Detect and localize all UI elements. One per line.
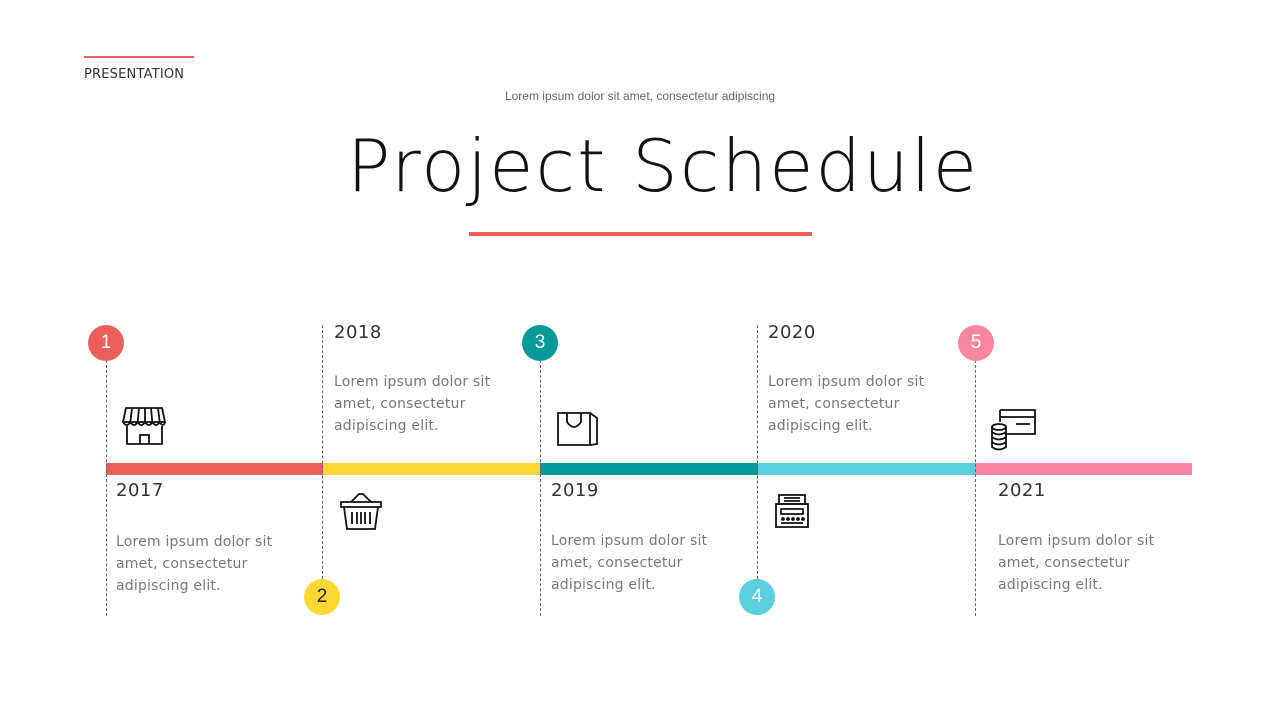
step-badge-3: 3 <box>522 325 558 361</box>
connector-line-3 <box>540 360 541 616</box>
step-year-3: 2019 <box>551 480 599 501</box>
storefront-icon <box>122 404 168 448</box>
timeline-segment-5 <box>975 463 1192 475</box>
connector-line-4 <box>757 325 758 579</box>
step-year-1: 2017 <box>116 480 164 501</box>
step-description-3: Lorem ipsum dolor sit amet, consectetur … <box>551 533 708 593</box>
cash-register-icon <box>773 492 811 530</box>
title-underline <box>469 232 812 236</box>
shopping-bag-icon <box>556 410 600 448</box>
step-year-5: 2021 <box>998 480 1046 501</box>
step-year-2: 2018 <box>334 322 382 343</box>
page-subtitle: Lorem ipsum dolor sit amet, consectetur … <box>504 89 776 103</box>
connector-line-1 <box>106 360 107 616</box>
page-title: Project Schedule <box>346 124 980 208</box>
step-description-4: Lorem ipsum dolor sit amet, consectetur … <box>768 374 925 434</box>
shopping-basket-icon <box>338 492 384 532</box>
timeline-segment-1 <box>106 463 323 475</box>
step-description-5: Lorem ipsum dolor sit amet, consectetur … <box>998 533 1155 593</box>
step-badge-4: 4 <box>739 579 775 615</box>
step-badge-5: 5 <box>958 325 994 361</box>
step-description-1: Lorem ipsum dolor sit amet, consectetur … <box>116 534 273 594</box>
step-badge-2: 2 <box>304 579 340 615</box>
timeline-segment-4 <box>758 463 975 475</box>
header-accent-rule <box>84 56 194 58</box>
connector-line-2 <box>322 325 323 579</box>
step-description-2: Lorem ipsum dolor sit amet, consectetur … <box>334 374 491 434</box>
timeline-segment-2 <box>323 463 540 475</box>
connector-line-5 <box>975 360 976 616</box>
step-badge-1: 1 <box>88 325 124 361</box>
brand-label: PRESENTATION <box>84 67 185 82</box>
card-coins-icon <box>990 408 1038 454</box>
step-year-4: 2020 <box>768 322 816 343</box>
timeline-segment-3 <box>540 463 758 475</box>
